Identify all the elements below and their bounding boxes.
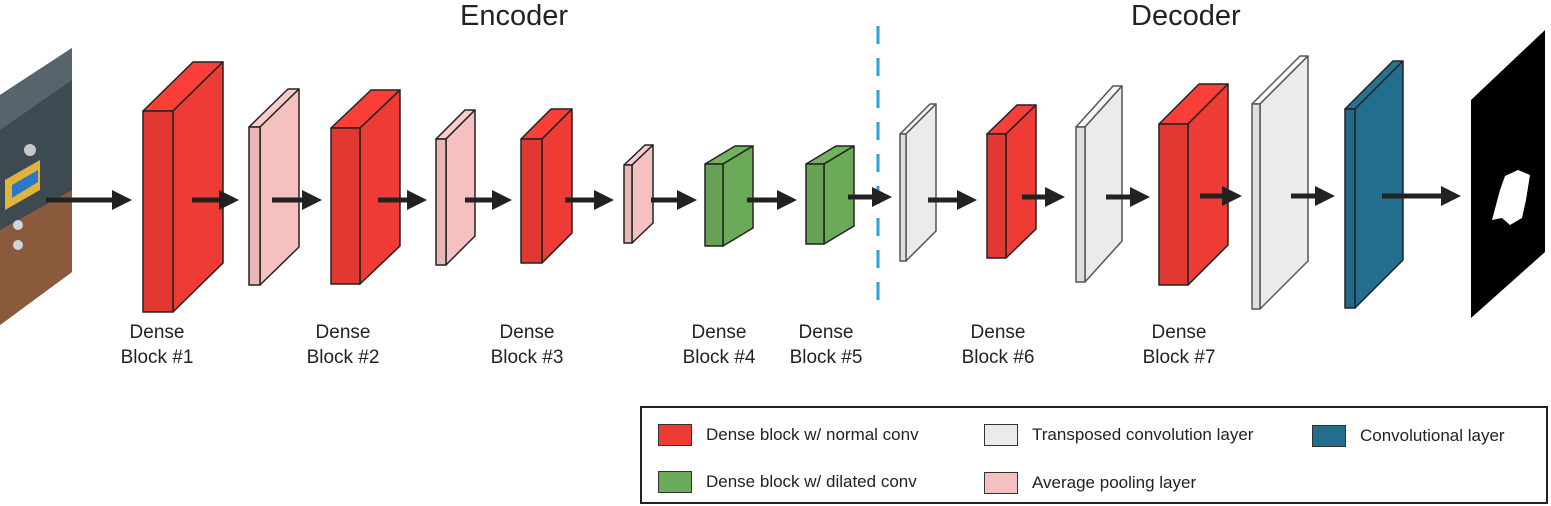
- input-image: [0, 48, 72, 325]
- avg-pool-2-front: [435, 138, 447, 266]
- transposed-conv-1: [899, 103, 937, 262]
- conv-layer: [1344, 60, 1404, 309]
- legend-label-conv: Convolutional layer: [1360, 426, 1505, 445]
- legend-label-dense-dilated: Dense block w/ dilated conv: [706, 472, 917, 491]
- transposed-conv-3: [1251, 55, 1309, 310]
- avg-pool-1: [248, 88, 300, 286]
- legend-swatch-dense-dilated: [658, 471, 692, 493]
- legend-item-avg-pool: Average pooling layer: [984, 472, 1196, 494]
- legend-swatch-dense-normal: [658, 424, 692, 446]
- transposed-conv-2-front: [1075, 126, 1086, 283]
- transposed-conv-1-front: [899, 133, 907, 262]
- legend-item-dense-dilated: Dense block w/ dilated conv: [658, 471, 917, 493]
- legend-label-transposed: Transposed convolution layer: [1032, 425, 1254, 444]
- dense-block-3-front: [520, 138, 543, 264]
- dense-block-2: [330, 89, 401, 285]
- legend-label-avg-pool: Average pooling layer: [1032, 473, 1197, 492]
- dense-block-1: [142, 61, 224, 313]
- dense-block-6: [986, 104, 1037, 259]
- avg-pool-1-front: [248, 126, 261, 286]
- encoder-title: Encoder: [460, 0, 569, 32]
- dense-block-4-front: [704, 163, 724, 247]
- avg-pool-2: [435, 109, 476, 266]
- dense-block-5: [805, 145, 855, 245]
- legend-swatch-transposed: [984, 424, 1018, 446]
- dense-block-1-front: [142, 110, 174, 313]
- avg-pool-3: [623, 144, 654, 244]
- legend-swatch-conv: [1312, 425, 1346, 447]
- legend-label-dense-normal: Dense block w/ normal conv: [706, 425, 919, 444]
- dense-block-5-front: [805, 163, 825, 245]
- transposed-conv-3-front: [1251, 103, 1261, 310]
- dense-block-3: [520, 108, 573, 264]
- output-mask: [1471, 30, 1545, 318]
- legend-item-dense-normal: Dense block w/ normal conv: [658, 424, 919, 446]
- dense-block-7: [1158, 83, 1229, 286]
- legend-swatch-avg-pool: [984, 472, 1018, 494]
- legend-item-transposed: Transposed convolution layer: [984, 424, 1253, 446]
- dense-block-7-front: [1158, 123, 1189, 286]
- transposed-conv-2: [1075, 85, 1123, 283]
- decoder-title: Decoder: [1131, 0, 1241, 32]
- dense-block-2-front: [330, 127, 361, 285]
- legend-item-conv: Convolutional layer: [1312, 425, 1505, 447]
- dense-block-4: [704, 145, 754, 247]
- dense-block-4-side: [722, 145, 754, 247]
- legend: Dense block w/ normal conv Transposed co…: [640, 406, 1548, 504]
- conv-layer-front: [1344, 108, 1356, 309]
- avg-pool-3-front: [623, 164, 633, 244]
- dense-block-6-front: [986, 133, 1007, 259]
